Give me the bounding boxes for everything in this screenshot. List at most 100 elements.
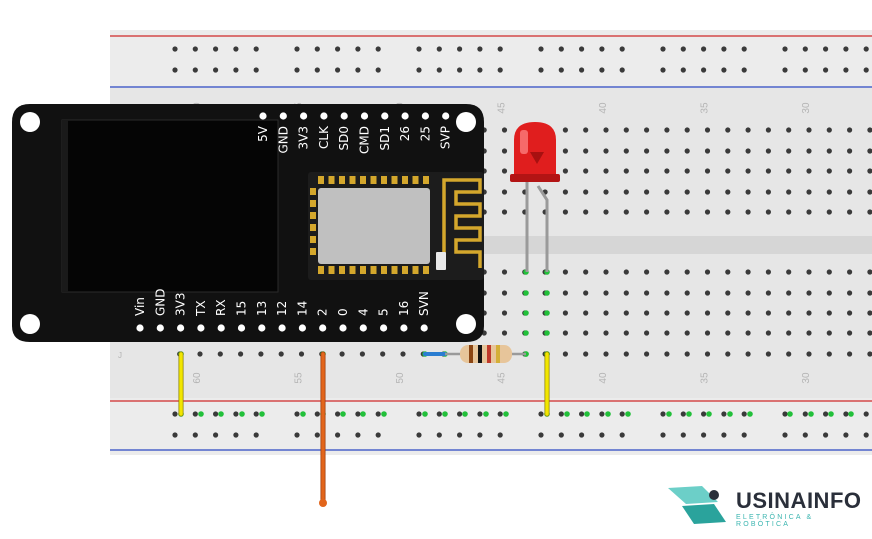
rail-hole bbox=[619, 411, 625, 417]
rail-hole bbox=[619, 67, 625, 73]
active-hole bbox=[523, 330, 529, 336]
module-pad-top bbox=[328, 176, 335, 184]
antenna-component bbox=[436, 252, 446, 270]
terminal-hole bbox=[765, 290, 772, 296]
rail-hole bbox=[172, 411, 178, 417]
terminal-hole bbox=[238, 351, 244, 357]
terminal-hole bbox=[298, 351, 305, 357]
top-pin-label: SD0 bbox=[337, 126, 351, 151]
terminal-hole bbox=[847, 189, 853, 195]
rail-hole bbox=[558, 67, 564, 73]
top-pin-label: SVP bbox=[439, 126, 453, 149]
terminal-hole bbox=[725, 269, 731, 275]
rail-hole bbox=[823, 46, 829, 52]
terminal-hole bbox=[806, 168, 812, 174]
terminal-hole bbox=[664, 189, 670, 195]
terminal-hole bbox=[583, 330, 589, 336]
terminal-hole bbox=[562, 351, 569, 357]
rail-hole bbox=[497, 67, 503, 73]
rail-hole bbox=[294, 432, 300, 438]
terminal-hole bbox=[603, 148, 609, 154]
module-pad-side bbox=[310, 200, 316, 207]
module-pad-bottom bbox=[360, 266, 366, 274]
terminal-hole bbox=[684, 290, 690, 296]
terminal-hole bbox=[704, 330, 711, 336]
terminal-hole bbox=[806, 290, 812, 296]
rail-hole bbox=[538, 432, 544, 438]
terminal-hole bbox=[623, 127, 629, 133]
bottom-pin-label: TX bbox=[194, 300, 208, 317]
active-hole bbox=[727, 411, 733, 417]
rail-hole bbox=[843, 411, 849, 417]
rail-hole bbox=[436, 67, 442, 73]
column-number-bottom: 50 bbox=[395, 372, 406, 384]
bottom-pin-label: 12 bbox=[275, 301, 289, 316]
column-number-bottom: 30 bbox=[801, 372, 812, 384]
terminal-hole bbox=[867, 209, 872, 215]
rail-hole bbox=[701, 411, 707, 417]
module-pad-bottom bbox=[402, 266, 408, 274]
terminal-hole bbox=[847, 269, 853, 275]
terminal-hole bbox=[745, 351, 751, 357]
top-pin-label: CMD bbox=[358, 126, 372, 154]
bottom-power-rail bbox=[110, 398, 872, 455]
top-pin bbox=[279, 112, 287, 120]
terminal-hole bbox=[644, 351, 650, 357]
terminal-hole bbox=[197, 351, 203, 357]
rail-hole bbox=[213, 46, 219, 52]
terminal-hole bbox=[258, 351, 264, 357]
terminal-hole bbox=[765, 351, 772, 357]
top-pin-label: CLK bbox=[317, 125, 331, 149]
terminal-hole bbox=[704, 351, 711, 357]
terminal-hole bbox=[562, 127, 569, 133]
signal-wire-end bbox=[319, 499, 327, 507]
module-pad-bottom bbox=[381, 266, 387, 274]
terminal-hole bbox=[501, 269, 508, 275]
terminal-hole bbox=[562, 290, 569, 296]
column-number-bottom: 35 bbox=[700, 372, 711, 384]
rail-hole bbox=[416, 67, 422, 73]
rail-hole bbox=[802, 46, 808, 52]
terminal-hole bbox=[664, 127, 670, 133]
active-hole bbox=[300, 411, 306, 417]
terminal-hole bbox=[786, 310, 792, 316]
terminal-hole bbox=[684, 269, 690, 275]
rail-hole bbox=[802, 411, 808, 417]
rail-hole bbox=[782, 67, 788, 73]
rail-hole bbox=[172, 67, 178, 73]
terminal-hole bbox=[664, 310, 670, 316]
rail-hole bbox=[457, 411, 463, 417]
bottom-pin-label: 0 bbox=[336, 308, 350, 316]
column-number-top: 35 bbox=[700, 102, 711, 114]
module-pad-top bbox=[339, 176, 345, 184]
mounting-hole bbox=[456, 112, 476, 132]
terminal-hole bbox=[847, 127, 853, 133]
rail-hole bbox=[741, 432, 747, 438]
terminal-hole bbox=[847, 330, 853, 336]
active-hole bbox=[747, 411, 753, 417]
rail-hole bbox=[660, 411, 666, 417]
terminal-hole bbox=[765, 189, 772, 195]
rail-hole bbox=[497, 411, 503, 417]
bottom-pin-label: GND bbox=[153, 288, 167, 316]
terminal-hole bbox=[217, 351, 223, 357]
bottom-pin-label: 14 bbox=[295, 301, 309, 316]
terminal-hole bbox=[826, 148, 832, 154]
rail-hole bbox=[233, 67, 239, 73]
rail-hole bbox=[355, 67, 361, 73]
bottom-pin-label: 2 bbox=[316, 308, 330, 316]
bottom-pin bbox=[400, 324, 408, 332]
terminal-hole bbox=[603, 330, 609, 336]
active-hole bbox=[360, 411, 366, 417]
active-hole bbox=[381, 411, 387, 417]
terminal-hole bbox=[867, 168, 872, 174]
terminal-hole bbox=[806, 310, 812, 316]
rail-hole bbox=[457, 432, 463, 438]
terminal-hole bbox=[786, 168, 792, 174]
terminal-hole bbox=[725, 127, 731, 133]
terminal-hole bbox=[583, 290, 589, 296]
terminal-hole bbox=[765, 148, 772, 154]
terminal-hole bbox=[684, 209, 690, 215]
top-pin bbox=[360, 112, 369, 120]
terminal-hole bbox=[603, 189, 609, 195]
